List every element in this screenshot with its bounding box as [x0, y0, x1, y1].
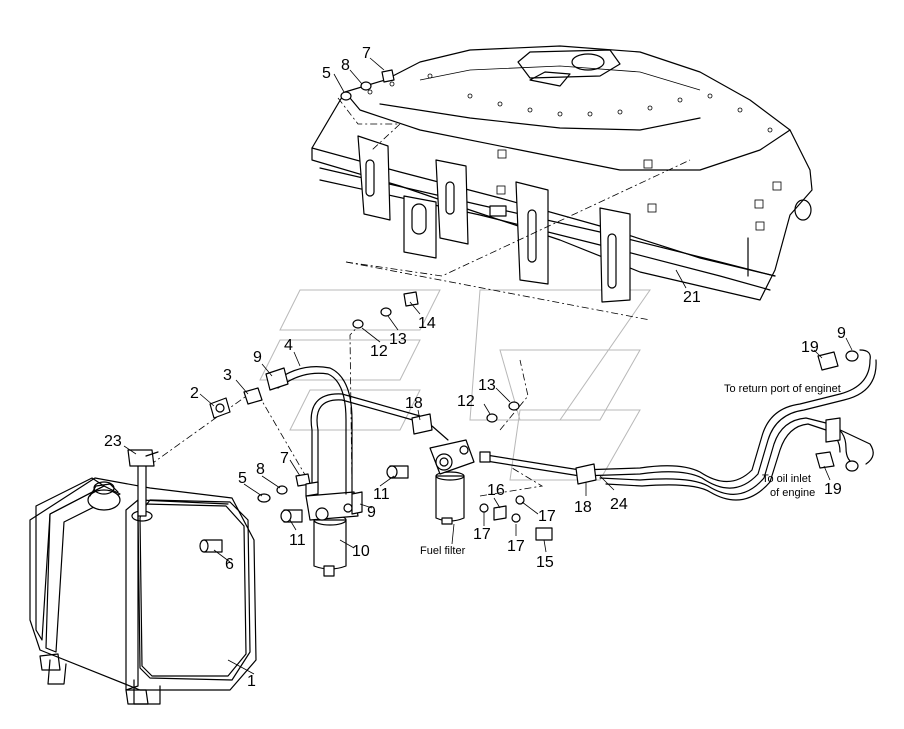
- callout-numbers: 1 2 3 4 5 5 6 7 7 8 8 9 9 9 10 11 11 12 …: [104, 45, 846, 690]
- note-return-port: To return port of enginet: [724, 383, 841, 395]
- frame-holes: [367, 73, 773, 133]
- callout-24: 24: [610, 496, 628, 513]
- bolt-6: [199, 539, 223, 553]
- washers-right: [352, 291, 520, 423]
- callout-13-mid: 13: [478, 377, 496, 394]
- callout-6: 6: [225, 556, 234, 573]
- callout-17-a: 17: [473, 526, 491, 543]
- callout-8-top: 8: [341, 57, 350, 74]
- fittings: [209, 350, 859, 541]
- callout-2: 2: [190, 385, 199, 402]
- fuel-tank: [29, 449, 257, 705]
- callout-9-right: 9: [837, 325, 846, 342]
- watermark: [259, 289, 651, 481]
- callout-10: 10: [352, 543, 370, 560]
- callout-7-left: 7: [280, 450, 289, 467]
- callout-5-left: 5: [238, 470, 247, 487]
- callout-7-top: 7: [362, 45, 371, 62]
- callout-12-top: 12: [370, 343, 388, 360]
- note-oil-inlet-2: of engine: [770, 487, 815, 499]
- callout-3: 3: [223, 367, 232, 384]
- callout-18-right: 18: [574, 499, 592, 516]
- callout-9-filter: 9: [367, 504, 376, 521]
- callout-1: 1: [247, 673, 256, 690]
- callout-18-left: 18: [405, 395, 423, 412]
- note-oil-inlet-1: To oil inlet: [762, 473, 811, 485]
- notes: To return port of enginet To oil inlet o…: [420, 383, 841, 557]
- note-fuel-filter: Fuel filter: [420, 545, 466, 557]
- washers-top: [340, 69, 395, 101]
- frame-brackets: [357, 135, 631, 303]
- callout-17-b: 17: [507, 538, 525, 555]
- main-fuel-filter: [429, 439, 475, 525]
- bolt-11-right: [386, 465, 409, 479]
- callout-12-mid: 12: [457, 393, 475, 410]
- callout-23: 23: [104, 433, 122, 450]
- callout-11-right: 11: [373, 486, 390, 503]
- callout-8-left: 8: [256, 461, 265, 478]
- callout-17-c: 17: [538, 508, 556, 525]
- callout-16: 16: [487, 482, 505, 499]
- leader-lines: [149, 97, 691, 497]
- callout-5-top: 5: [322, 65, 331, 82]
- callout-13-top: 13: [389, 331, 407, 348]
- bolt-11-left: [280, 509, 303, 523]
- callout-9-left: 9: [253, 349, 262, 366]
- callout-14: 14: [418, 315, 436, 332]
- callout-21: 21: [683, 289, 701, 306]
- callout-19-top: 19: [801, 339, 819, 356]
- callout-11-left: 11: [289, 532, 306, 549]
- callout-19-bottom: 19: [824, 481, 842, 498]
- callout-4: 4: [284, 337, 293, 354]
- primary-filter: [305, 491, 359, 577]
- callout-15: 15: [536, 554, 554, 571]
- callout-leaders: [123, 57, 853, 675]
